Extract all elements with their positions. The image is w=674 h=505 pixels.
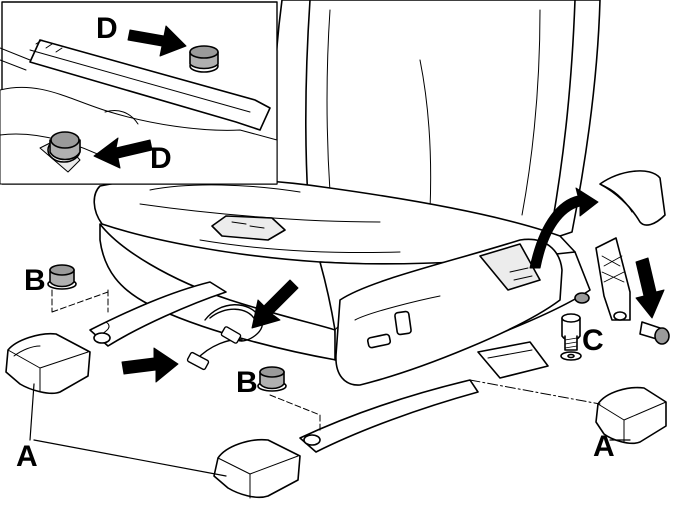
trim-cap [599,170,666,226]
bolt-c [560,292,590,361]
callout-d-bottom: D [150,142,172,175]
cover-a-bottom [213,438,301,499]
wiring-harness [186,304,263,371]
cover-a-left [5,332,91,395]
arrow-to-nut-d-bottom [93,137,153,169]
leader-lines-a [29,383,631,477]
callout-c: C [582,324,604,357]
callout-b-mid: B [236,366,258,399]
seat-cushion [93,177,576,266]
nut-b-mid [257,366,321,433]
nut-d-top [189,45,219,73]
callout-b-left: B [24,264,46,297]
arrow-to-harness-connector-left [121,347,179,383]
seat-side-shield [335,238,563,386]
seat-belt-bracket [595,237,670,345]
arrow-to-harness-connector-top [251,279,299,329]
inset-detail-box [0,1,278,185]
nut-b-left [47,264,109,313]
callout-d-top: D [96,12,118,45]
arrow-trim-removal [529,187,599,269]
cover-a-right [595,386,667,445]
seat-rails [89,281,549,453]
arrow-bracket-bolt [635,257,665,319]
nut-d-bottom [47,131,81,163]
alignment-line [469,379,601,405]
arrow-to-nut-d-top [127,25,187,57]
callout-a-left: A [16,440,38,473]
callout-a-right: A [593,430,615,463]
